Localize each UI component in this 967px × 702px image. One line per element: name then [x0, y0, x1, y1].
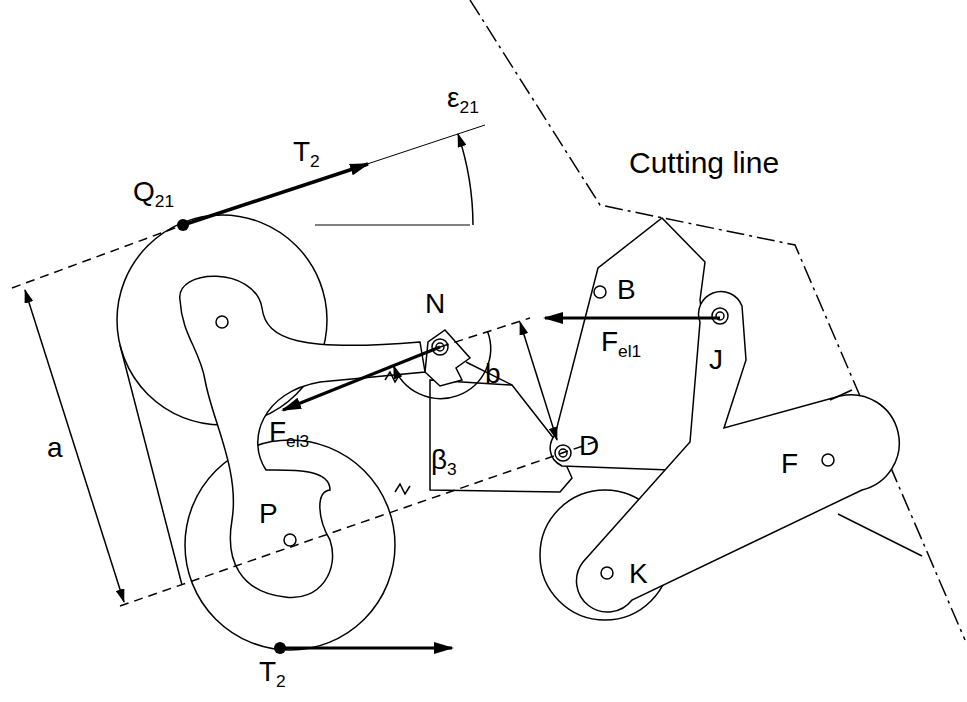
label-subscript: 21 — [155, 191, 174, 211]
frame-line — [830, 390, 852, 400]
label-main: F — [781, 448, 798, 479]
angle-arc — [394, 332, 491, 399]
part-label: Q21 — [132, 178, 175, 210]
label-main: D — [579, 430, 599, 461]
contact-point — [177, 219, 189, 231]
part-label: b — [484, 360, 502, 388]
label-main: T — [293, 136, 310, 167]
force-arrow — [283, 347, 440, 410]
dashed-line — [440, 318, 530, 347]
reference-line — [315, 225, 470, 226]
zigzag — [395, 484, 410, 494]
label-main: a — [47, 432, 63, 463]
part-label: Fel3 — [268, 418, 310, 450]
cutting-line — [470, 0, 965, 640]
force-arrow — [183, 164, 368, 225]
part-label: N — [424, 290, 446, 318]
force-arrow — [280, 647, 452, 650]
label-main: B — [617, 274, 636, 305]
label-subscript: el1 — [618, 341, 641, 361]
part-label: B — [616, 276, 637, 304]
part-label: D — [578, 432, 600, 460]
label-main: P — [259, 498, 278, 529]
frame-line — [838, 514, 922, 556]
dashed-line — [120, 440, 600, 606]
label-main: T — [259, 656, 276, 687]
label-subscript: 21 — [459, 97, 478, 117]
label-subscript: 2 — [310, 151, 320, 171]
lever — [576, 292, 899, 612]
dimension-line — [520, 322, 557, 440]
label-main: F — [601, 326, 618, 357]
label-subscript: 3 — [447, 459, 457, 479]
part-label: a — [46, 434, 64, 462]
part-label: P — [258, 500, 279, 528]
part-label: J — [708, 346, 724, 374]
part-label: T2 — [292, 138, 321, 170]
coupler-link — [180, 276, 425, 597]
part-label: ε21 — [446, 84, 480, 116]
part-label: F — [780, 450, 799, 478]
part-label: T2 — [258, 658, 287, 690]
label-main: F — [269, 416, 286, 447]
label-main: b — [485, 358, 501, 389]
bracket — [425, 330, 470, 386]
label-main: ε — [447, 82, 459, 113]
belt-line — [120, 345, 182, 585]
part-label: Cutting line — [628, 148, 780, 178]
contact-point — [274, 642, 286, 654]
part-label: β3 — [430, 446, 458, 478]
dashed-line — [12, 225, 183, 288]
force-arrow — [545, 317, 720, 320]
label-main: N — [425, 288, 445, 319]
label-subscript: 2 — [276, 671, 286, 691]
label-subscript: el3 — [286, 431, 309, 451]
label-main: J — [709, 344, 723, 375]
part-label: K — [628, 560, 649, 588]
label-main: Cutting line — [629, 146, 779, 179]
angle-arc — [458, 134, 473, 225]
part-label: Fel1 — [600, 328, 642, 360]
label-main: Q — [133, 176, 155, 207]
label-main: K — [629, 558, 648, 589]
label-main: β — [431, 444, 447, 475]
direction-line — [183, 125, 485, 225]
dimension-line — [25, 290, 124, 602]
